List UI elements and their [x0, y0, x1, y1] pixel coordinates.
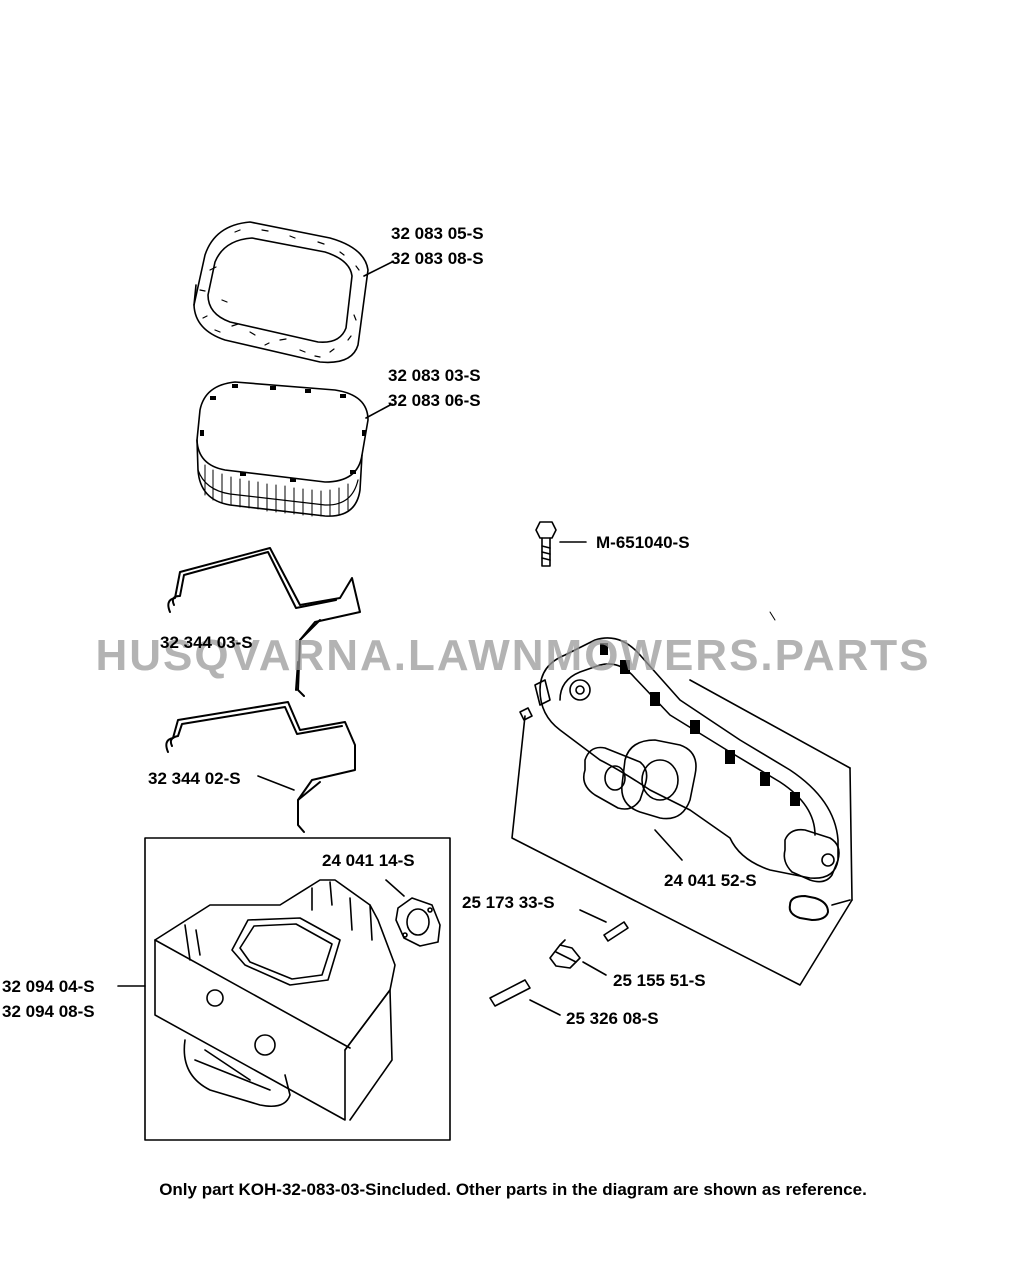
bracket-lower	[165, 701, 356, 833]
intake-manifold	[511, 611, 853, 986]
leader-bracket-lower	[257, 775, 295, 791]
bracket-upper	[167, 547, 361, 697]
label-pin-lower: 25 326 08-S	[566, 1009, 659, 1028]
label-air-base-1: 32 094 04-S	[2, 977, 95, 996]
base-gasket	[385, 879, 441, 947]
watermark: HUSQVARNA.LAWNMOWERS.PARTS	[95, 631, 931, 680]
reference-note: Only part KOH-32-083-03-Sincluded. Other…	[159, 1180, 867, 1199]
label-bracket-lower: 32 344 02-S	[148, 769, 241, 788]
air-filter-element	[196, 381, 393, 517]
air-cleaner-base	[117, 837, 451, 1141]
label-filter-element-1: 32 083 03-S	[388, 366, 481, 385]
label-bracket-upper: 32 344 03-S	[160, 633, 253, 652]
label-air-base-2: 32 094 08-S	[2, 1002, 95, 1021]
label-base-gasket: 24 041 14-S	[322, 851, 415, 870]
label-filter-wrap-2: 32 083 08-S	[391, 249, 484, 268]
pin-upper	[579, 909, 629, 942]
label-pin-upper: 25 173 33-S	[462, 893, 555, 912]
label-filter-wrap-1: 32 083 05-S	[391, 224, 484, 243]
pin-lower	[489, 979, 561, 1016]
bolt	[535, 521, 587, 567]
label-bolt: M-651040-S	[596, 533, 690, 552]
clip	[549, 939, 607, 976]
label-clip: 25 155 51-S	[613, 971, 706, 990]
pre-cleaner-wrap	[193, 221, 393, 364]
label-filter-element-2: 32 083 06-S	[388, 391, 481, 410]
label-manifold: 24 041 52-S	[664, 871, 757, 890]
